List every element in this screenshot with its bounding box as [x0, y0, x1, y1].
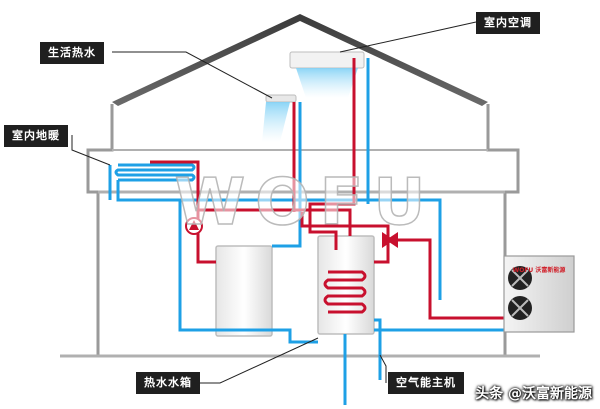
- floor-heating-coil: [114, 160, 196, 182]
- label-indoor-ac: 室内空调: [476, 12, 540, 34]
- shower-head: [262, 94, 297, 142]
- label-air-source-unit: 空气能主机: [388, 372, 464, 394]
- unit-brand-logo: WOFU: [512, 267, 534, 274]
- label-floor-heating: 室内地暖: [4, 125, 68, 147]
- three-way-valve: [382, 232, 398, 248]
- circulation-pump: [185, 217, 203, 235]
- label-domestic-hot-water: 生活热水: [40, 42, 104, 64]
- hot-water-pipes: [192, 58, 508, 320]
- unit-brand: WOFU 沃富新能源: [509, 265, 569, 274]
- label-hot-water-tank: 热水水箱: [136, 372, 200, 394]
- unit-brand-name: 沃富新能源: [535, 267, 566, 274]
- indoor-ac-unit: [289, 51, 365, 98]
- hot-water-tank: [215, 245, 273, 337]
- platform-watermark: 头条 @沃富新能源: [475, 386, 592, 402]
- air-source-unit: [503, 255, 575, 333]
- tank-coil: [323, 270, 367, 314]
